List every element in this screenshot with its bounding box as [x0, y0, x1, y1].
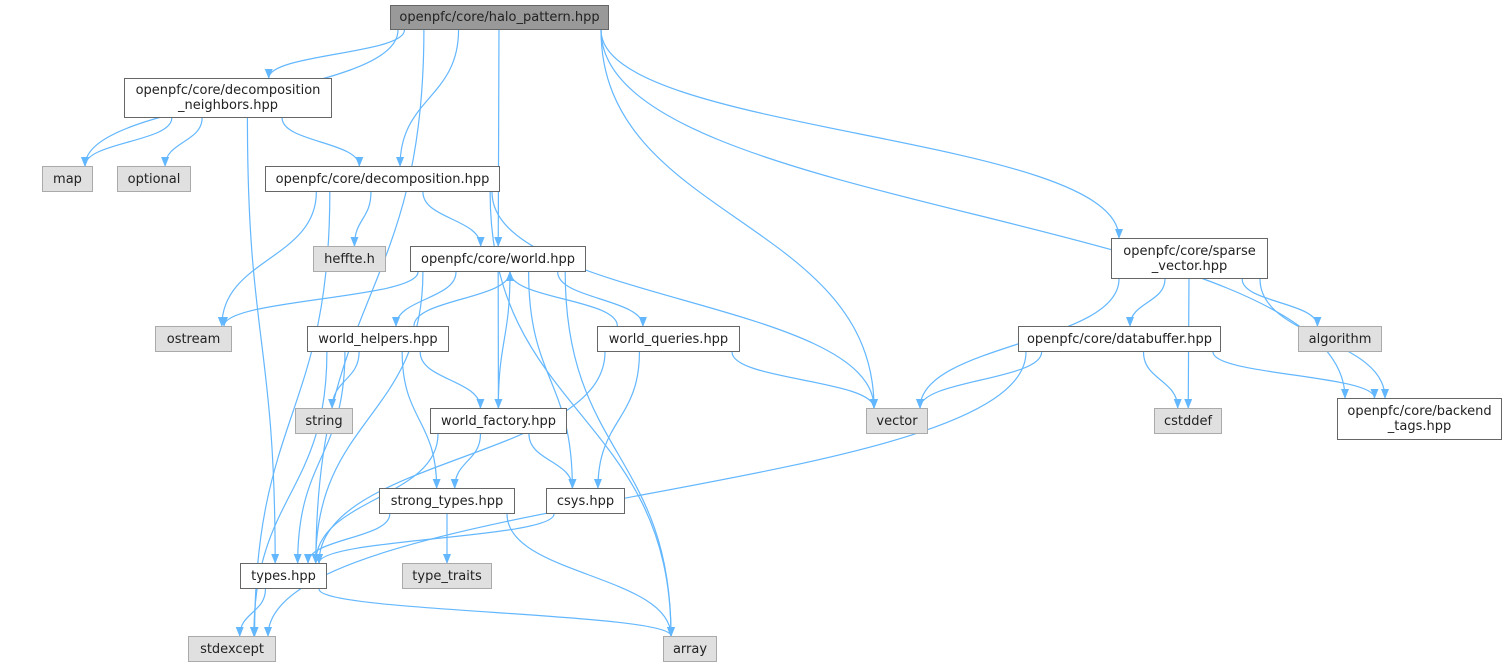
edge-world-queries-to-vector [731, 351, 878, 409]
node-databuffer[interactable]: openpfc/core/databuffer.hpp [1018, 326, 1221, 352]
edge-world-to-array [564, 271, 675, 637]
edge-halo-to-world [494, 29, 503, 247]
edge-decomposition-to-world [422, 191, 485, 247]
node-csys[interactable]: csys.hpp [546, 488, 625, 514]
edge-decomposition-to-vector [491, 191, 878, 409]
node-type-traits[interactable]: type_traits [402, 563, 492, 589]
node-stdexcept[interactable]: stdexcept [188, 636, 276, 662]
edge-decomposition-to-ostream [217, 191, 317, 327]
edge-sparse-to-algorithm [1241, 278, 1322, 327]
edge-halo-to-sparse [600, 29, 1123, 239]
edge-halo-to-decomposition [396, 29, 460, 167]
edge-halo-to-vector [600, 29, 878, 409]
edge-strong-types-to-array [506, 513, 675, 637]
node-decomposition[interactable]: openpfc/core/decomposition.hpp [265, 166, 500, 192]
edge-strong-types-to-types [304, 513, 391, 564]
edge-csys-to-types [315, 513, 555, 564]
node-heffte[interactable]: heffte.h [313, 246, 386, 272]
edge-world-helpers-to-world [413, 271, 514, 327]
edge-databuffer-to-vector [916, 351, 1043, 409]
edge-sparse-to-databuffer [1126, 278, 1166, 327]
edge-decomposition-to-heffte [350, 191, 372, 247]
edge-world-helpers-to-strong-types [401, 351, 441, 489]
node-halo[interactable]: openpfc/core/halo_pattern.hpp [390, 5, 609, 30]
node-vector[interactable]: vector [866, 408, 928, 434]
edge-types-to-array [318, 588, 675, 637]
edge-databuffer-to-cstddef [1142, 351, 1182, 409]
edge-decomp-nb-to-optional [161, 117, 203, 167]
node-map[interactable]: map [42, 166, 93, 192]
node-decomp-nb[interactable]: openpfc/core/decomposition _neighbors.hp… [124, 78, 332, 118]
edge-decomp-nb-to-types [246, 117, 280, 564]
edge-decomp-nb-to-decomposition [281, 117, 364, 167]
edge-world-helpers-to-string [328, 351, 360, 409]
node-sparse[interactable]: openpfc/core/sparse _vector.hpp [1111, 238, 1268, 279]
edge-world-to-ostream [220, 271, 419, 327]
node-cstddef[interactable]: cstddef [1154, 408, 1222, 434]
edge-world-factory-to-world [497, 271, 514, 409]
edge-world-queries-to-world [506, 271, 618, 327]
node-world-factory[interactable]: world_factory.hpp [430, 408, 567, 434]
edge-halo-to-types [311, 29, 425, 564]
node-backend-tags[interactable]: openpfc/core/backend _tags.hpp [1337, 398, 1502, 440]
node-world-helpers[interactable]: world_helpers.hpp [307, 326, 449, 352]
edge-world-queries-to-csys [593, 351, 641, 489]
edge-world-to-world-queries [557, 271, 647, 327]
edge-world-factory-to-types [311, 433, 439, 564]
node-world[interactable]: openpfc/core/world.hpp [410, 246, 586, 272]
node-optional[interactable]: optional [117, 166, 191, 192]
edge-world-factory-to-strong-types [450, 433, 482, 489]
edge-world-helpers-to-types [293, 351, 346, 564]
edge-world-to-world-helpers [392, 271, 457, 327]
node-algorithm[interactable]: algorithm [1298, 326, 1382, 352]
edge-world-helpers-to-world-factory [419, 351, 485, 409]
edge-decomposition-to-stdexcept [250, 191, 331, 637]
edge-halo-to-decomp-nb [264, 29, 406, 79]
edge-decomp-nb-to-map [81, 117, 173, 167]
node-string[interactable]: string [295, 408, 353, 434]
edge-databuffer-to-backend-tags [1212, 351, 1379, 399]
edge-types-to-stdexcept [235, 588, 267, 637]
node-world-queries[interactable]: world_queries.hpp [597, 326, 740, 352]
edge-world-factory-to-csys [528, 433, 577, 489]
node-strong-types[interactable]: strong_types.hpp [379, 488, 515, 514]
node-array[interactable]: array [663, 636, 717, 662]
node-ostream[interactable]: ostream [155, 326, 232, 352]
edge-world-to-csys [528, 271, 577, 489]
node-types[interactable]: types.hpp [240, 563, 327, 589]
edge-world-to-types [311, 271, 424, 564]
edge-decomposition-to-array [489, 191, 675, 637]
